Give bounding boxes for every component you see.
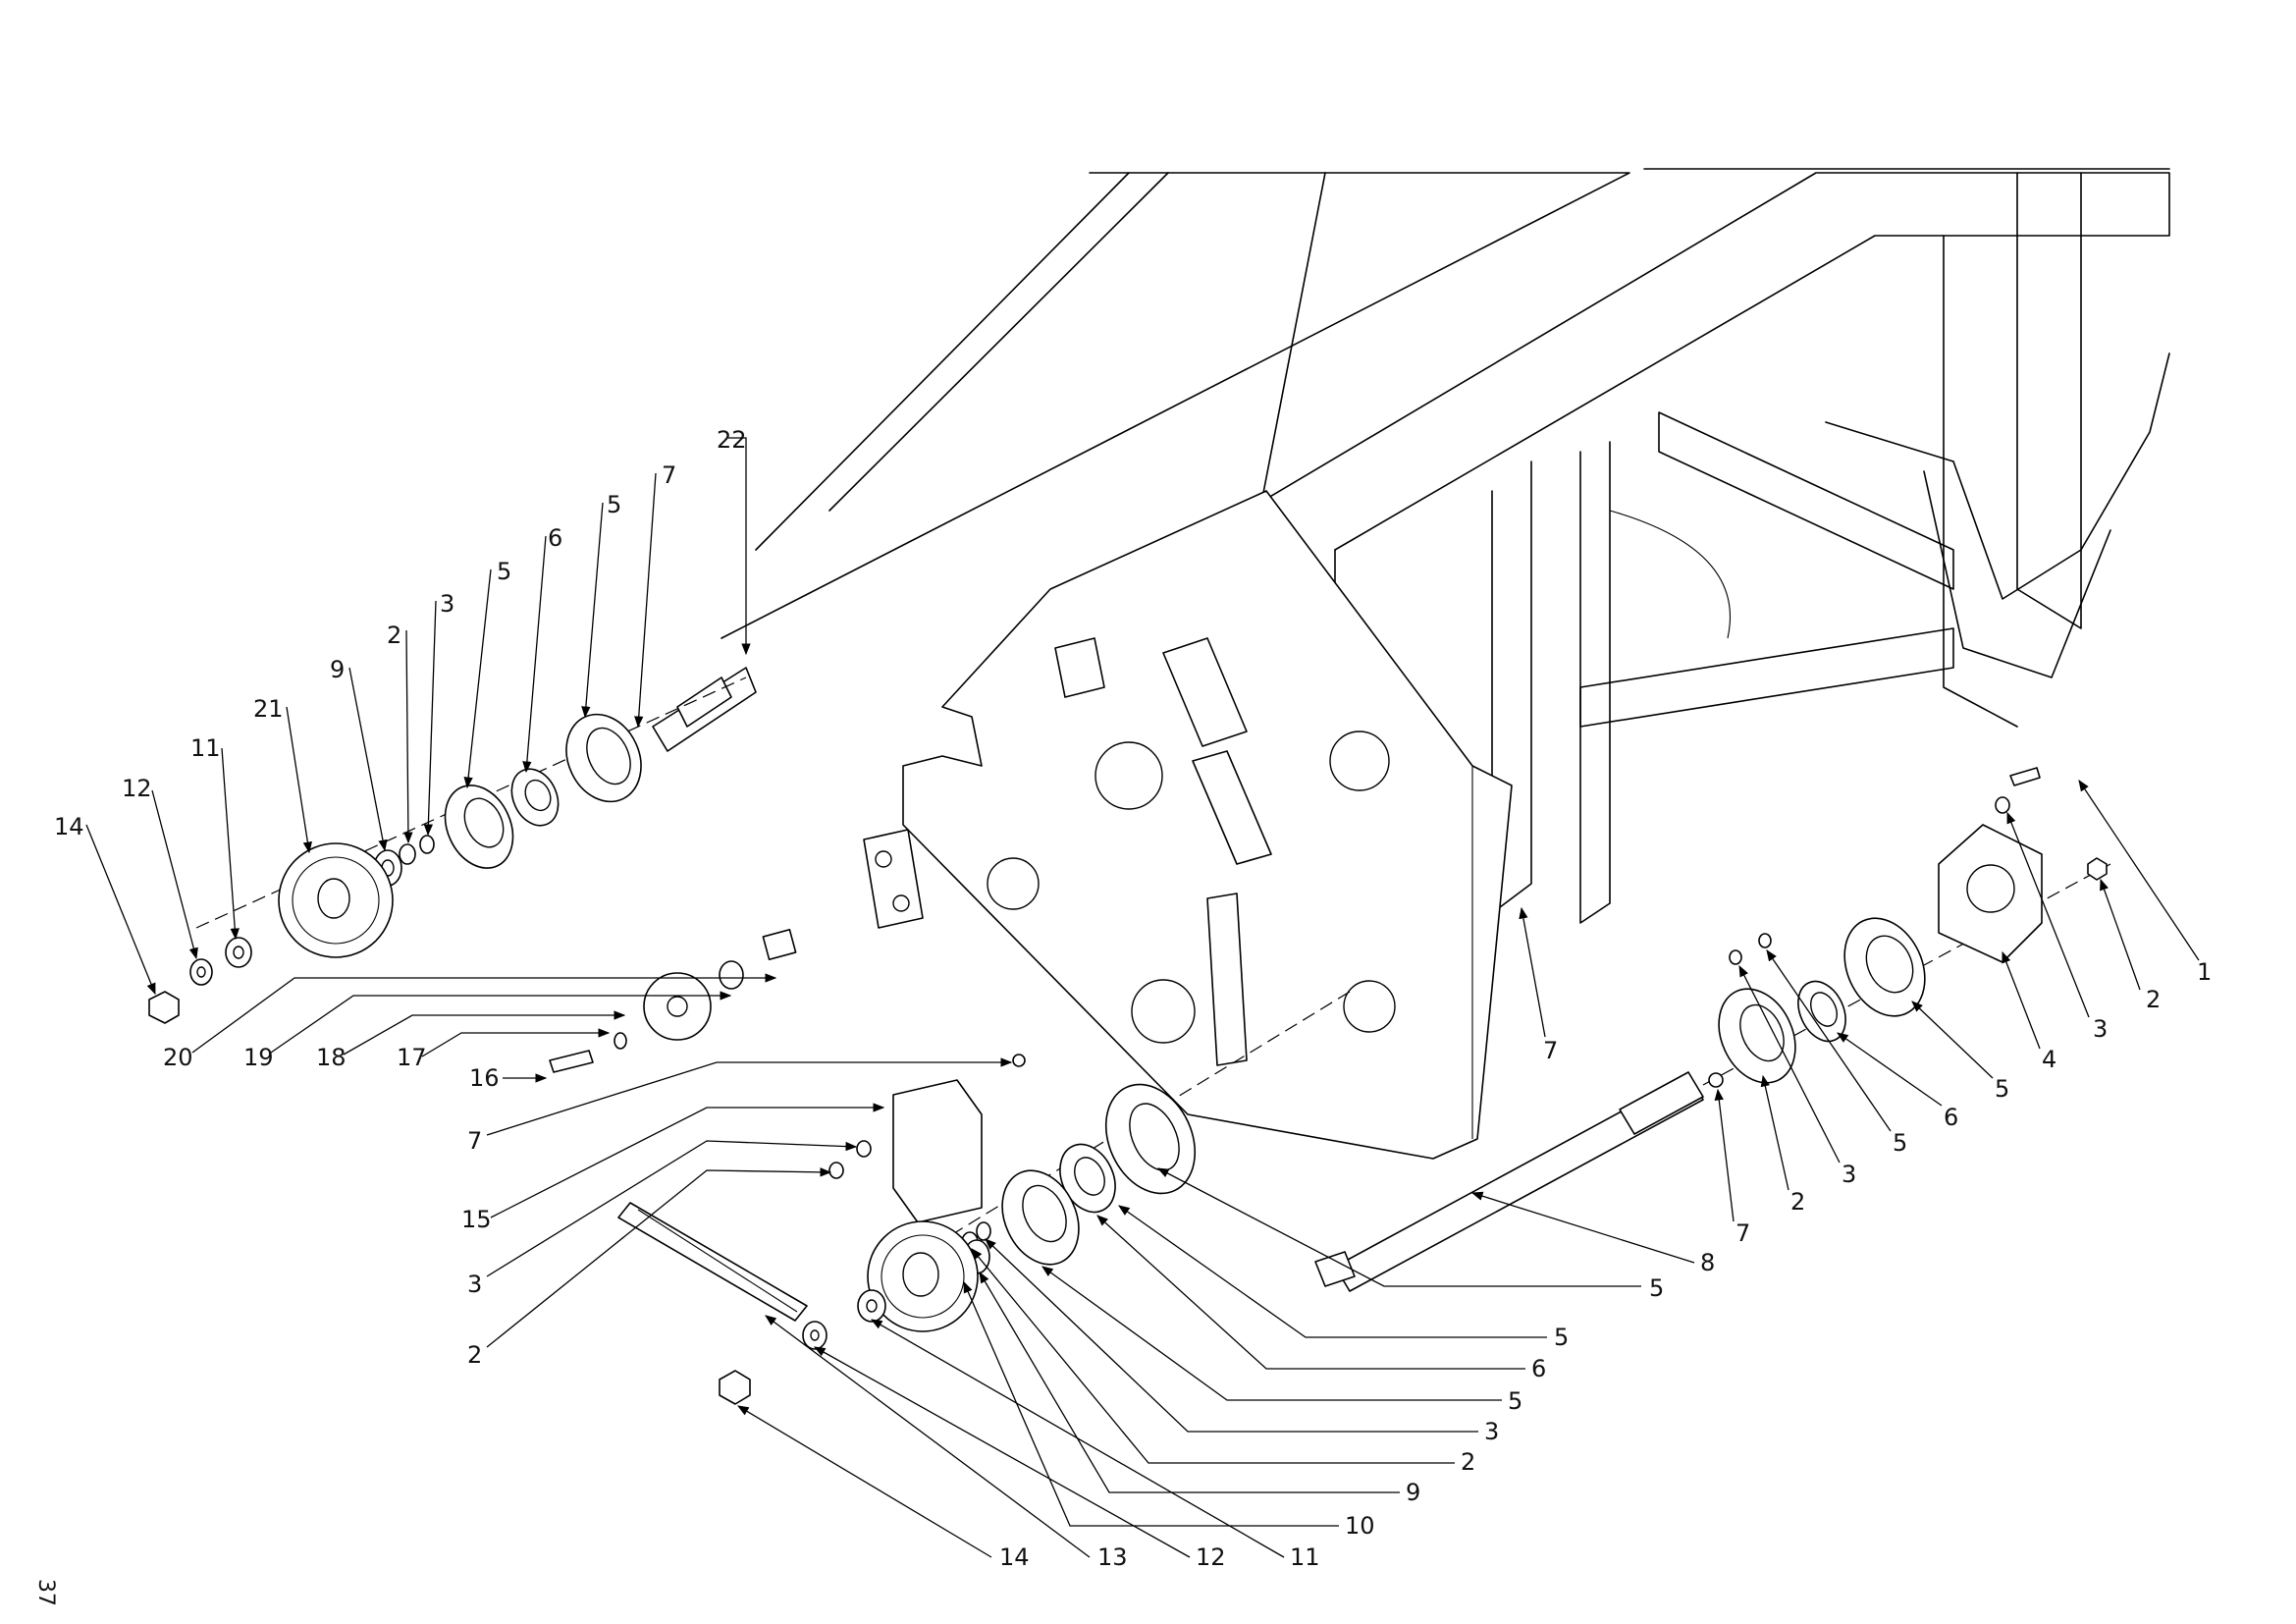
callout: 5 xyxy=(1911,1001,2009,1103)
callout: 5 xyxy=(1118,1205,1569,1351)
callout: 2 xyxy=(467,1167,832,1369)
svg-text:11: 11 xyxy=(1290,1543,1320,1571)
svg-text:21: 21 xyxy=(253,695,284,723)
svg-text:14: 14 xyxy=(54,813,84,840)
svg-text:18: 18 xyxy=(316,1044,347,1071)
callout: 16 xyxy=(469,1064,548,1092)
callout: 18 xyxy=(316,1010,626,1071)
svg-text:13: 13 xyxy=(1097,1543,1128,1571)
svg-text:9: 9 xyxy=(1406,1479,1420,1506)
callout: 7 xyxy=(1714,1088,1750,1247)
svg-text:5: 5 xyxy=(1995,1075,2009,1103)
right-shaft-assembly xyxy=(1314,767,2111,1292)
svg-text:5: 5 xyxy=(607,491,621,518)
svg-text:3: 3 xyxy=(467,1271,482,1298)
callout: 3 xyxy=(467,1140,858,1298)
svg-text:5: 5 xyxy=(1893,1129,1907,1157)
callout: 2 xyxy=(971,1248,1475,1476)
callout: 21 xyxy=(253,695,313,854)
svg-text:12: 12 xyxy=(1196,1543,1226,1571)
callout: 11 xyxy=(870,1319,1320,1571)
svg-text:22: 22 xyxy=(717,426,747,454)
svg-text:2: 2 xyxy=(2146,986,2161,1013)
svg-text:15: 15 xyxy=(461,1206,492,1233)
callout: 9 xyxy=(979,1271,1420,1506)
callout: 13 xyxy=(765,1315,1128,1571)
svg-text:7: 7 xyxy=(1543,1037,1558,1064)
callout: 5 xyxy=(581,491,621,719)
callout: 15 xyxy=(461,1103,885,1233)
callout: 3 xyxy=(1738,964,1856,1188)
callout: 14 xyxy=(54,813,156,996)
callout: 3 xyxy=(423,590,454,837)
svg-text:7: 7 xyxy=(1735,1219,1750,1247)
callout: 7 xyxy=(467,1057,1013,1155)
callout: 3 xyxy=(985,1238,1499,1445)
svg-text:20: 20 xyxy=(163,1044,193,1071)
svg-text:3: 3 xyxy=(440,590,454,618)
callout: 5 xyxy=(1766,949,1907,1157)
callout: 20 xyxy=(163,973,777,1071)
callout: 8 xyxy=(1470,1191,1715,1276)
callout: 17 xyxy=(397,1028,611,1071)
svg-text:10: 10 xyxy=(1345,1512,1375,1540)
svg-text:6: 6 xyxy=(548,524,562,552)
svg-text:12: 12 xyxy=(122,775,152,802)
callout: 1 xyxy=(2078,780,2212,986)
page-number: 37 xyxy=(33,1579,58,1606)
svg-text:3: 3 xyxy=(2093,1015,2108,1043)
svg-text:2: 2 xyxy=(1461,1448,1475,1476)
callout: 6 xyxy=(522,524,562,774)
callout: 7 xyxy=(1519,906,1558,1064)
callout: 5 xyxy=(1041,1266,1522,1415)
svg-text:3: 3 xyxy=(1842,1161,1856,1188)
svg-text:4: 4 xyxy=(2042,1046,2056,1073)
svg-text:19: 19 xyxy=(243,1044,274,1071)
callout: 2 xyxy=(387,622,413,844)
svg-text:1: 1 xyxy=(2197,958,2212,986)
svg-text:6: 6 xyxy=(1531,1355,1546,1382)
callout: 19 xyxy=(243,991,732,1071)
callout: 5 xyxy=(463,558,511,789)
svg-text:7: 7 xyxy=(467,1127,482,1155)
callout: 2 xyxy=(1760,1074,1805,1216)
callout: 5 xyxy=(1156,1167,1664,1302)
svg-text:2: 2 xyxy=(387,622,401,649)
svg-text:16: 16 xyxy=(469,1064,500,1092)
callout: 10 xyxy=(963,1280,1375,1540)
callout: 2 xyxy=(2100,878,2161,1013)
callout: 4 xyxy=(2002,950,2056,1073)
svg-text:2: 2 xyxy=(467,1341,482,1369)
svg-text:8: 8 xyxy=(1700,1249,1715,1276)
svg-text:9: 9 xyxy=(330,656,345,683)
callout: 14 xyxy=(736,1405,1030,1571)
svg-text:3: 3 xyxy=(1484,1418,1499,1445)
callouts: 1 2 3 4 5 6 5 3 2 7 5 8 7 5 6 5 3 2 9 10… xyxy=(54,426,2212,1571)
svg-text:2: 2 xyxy=(1790,1188,1805,1216)
svg-text:5: 5 xyxy=(1554,1324,1569,1351)
callout: 9 xyxy=(330,656,388,852)
svg-text:11: 11 xyxy=(190,734,221,762)
svg-text:5: 5 xyxy=(497,558,511,585)
svg-text:17: 17 xyxy=(397,1044,427,1071)
callout: 6 xyxy=(1837,1032,1958,1131)
svg-text:7: 7 xyxy=(662,461,676,489)
machine-frame xyxy=(721,168,2170,1160)
callout: 3 xyxy=(2006,811,2108,1043)
callout: 12 xyxy=(122,775,198,960)
callout: 22 xyxy=(717,426,751,656)
callout: 12 xyxy=(813,1346,1226,1571)
svg-text:5: 5 xyxy=(1649,1274,1664,1302)
svg-text:5: 5 xyxy=(1508,1387,1522,1415)
callout: 6 xyxy=(1096,1215,1546,1382)
callout: 11 xyxy=(190,734,240,941)
svg-text:6: 6 xyxy=(1944,1104,1958,1131)
callout: 7 xyxy=(634,461,676,729)
upper-shaft-assembly xyxy=(148,667,1351,1405)
svg-text:14: 14 xyxy=(999,1543,1030,1571)
